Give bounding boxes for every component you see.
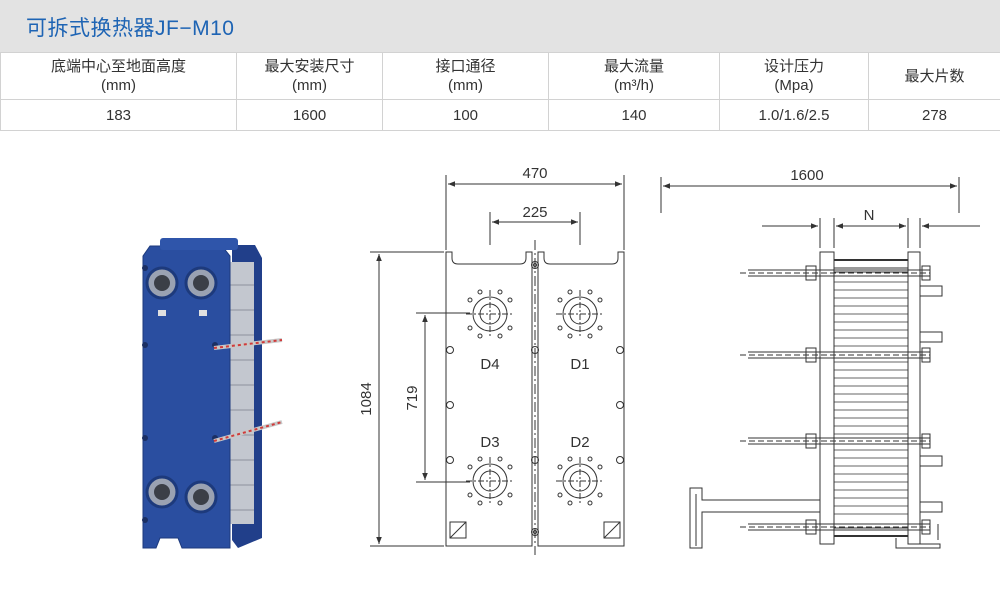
- table-header-cell: 最大安装尺寸(mm): [236, 52, 383, 100]
- table-cell: 183: [0, 99, 237, 131]
- front-view-labels: 470 225 1084 719 D4 D1 D3 D2: [358, 165, 590, 451]
- spec-table: 底端中心至地面高度(mm) 最大安装尺寸(mm) 接口通径(mm) 最大流量(m…: [0, 52, 1000, 131]
- dim-height: 1084: [358, 382, 375, 415]
- drawing-area: 470 225 1084 719 D4 D1 D3 D2: [142, 165, 980, 555]
- table-row: 183 1600 100 140 1.0/1.6/2.5 278: [0, 99, 1000, 131]
- table-cell: 100: [382, 99, 549, 131]
- port-label: D3: [480, 434, 499, 451]
- port-label: D2: [570, 434, 589, 451]
- table-header-row: 底端中心至地面高度(mm) 最大安装尺寸(mm) 接口通径(mm) 最大流量(m…: [0, 52, 1000, 100]
- table-cell: 1.0/1.6/2.5: [719, 99, 869, 131]
- dim-plate-pack: N: [864, 207, 875, 224]
- port-label: D4: [480, 356, 499, 373]
- port-label: D1: [570, 356, 589, 373]
- dim-port-spacing: 719: [404, 385, 421, 410]
- table-cell: 1600: [236, 99, 383, 131]
- dim-width: 470: [522, 165, 547, 182]
- table-header-cell: 设计压力(Mpa): [719, 52, 869, 100]
- page-title: 可拆式换热器JF−M10: [26, 17, 235, 40]
- table-header-cell: 底端中心至地面高度(mm): [0, 52, 237, 100]
- table-header-cell: 最大流量(m³/h): [548, 52, 720, 100]
- dim-inner-width: 225: [522, 204, 547, 221]
- dim-length: 1600: [790, 167, 823, 184]
- table-cell: 278: [868, 99, 1000, 131]
- table-cell: 140: [548, 99, 720, 131]
- title-bar: 可拆式换热器JF−M10: [0, 0, 1000, 52]
- table-header-cell: 接口通径(mm): [382, 52, 549, 100]
- front-view-drawing: [370, 175, 625, 555]
- product-image: [142, 238, 283, 549]
- side-view-drawing: [660, 177, 980, 549]
- table-header-cell: 最大片数: [868, 52, 1000, 100]
- side-view-labels: 1600 N: [790, 167, 874, 224]
